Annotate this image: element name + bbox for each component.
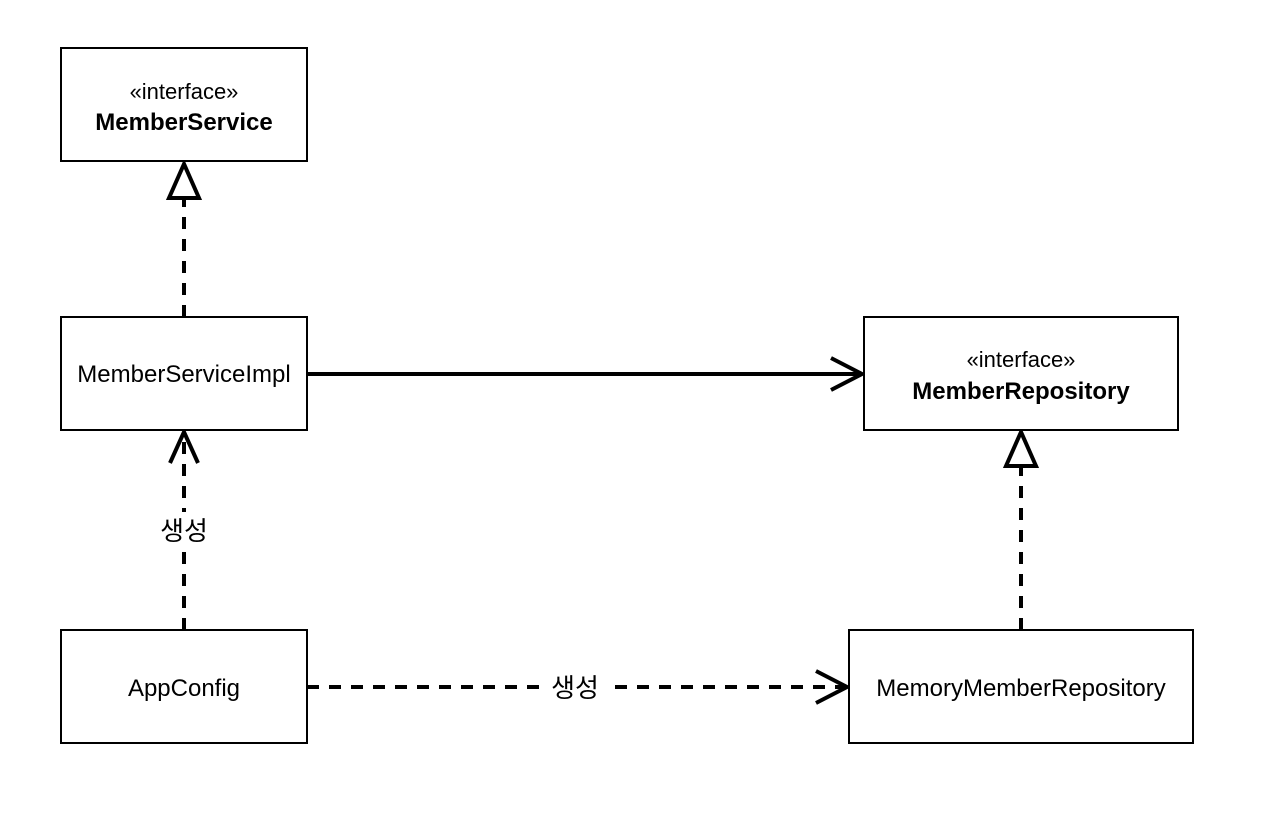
class-box-memory-member-repository[interactable]: MemoryMemberRepository [848, 629, 1194, 744]
class-box-member-repository[interactable]: «interface» MemberRepository [863, 316, 1179, 431]
edge-impl-realizes-service [165, 159, 203, 317]
open-arrowhead-icon [830, 356, 867, 392]
hollow-triangle-arrowhead-icon [1002, 427, 1040, 468]
edge-memory-realizes-repository [1002, 427, 1040, 630]
class-name: MemberService [95, 109, 272, 136]
edge-label-create-impl: 생성 [160, 517, 208, 547]
edge-config-creates-memory: 생성 [307, 668, 852, 706]
stereotype-label: «interface» [967, 347, 1076, 372]
class-name: MemberRepository [912, 378, 1130, 405]
class-box-app-config[interactable]: AppConfig [60, 629, 308, 744]
stereotype-label: «interface» [130, 79, 239, 104]
class-box-member-service-impl[interactable]: MemberServiceImpl [60, 316, 308, 431]
class-name: MemberServiceImpl [77, 361, 290, 388]
edge-config-creates-impl: 생성 [152, 427, 216, 630]
open-arrowhead-icon [168, 427, 200, 464]
edge-label-create-memory: 생성 [551, 674, 599, 704]
hollow-triangle-arrowhead-icon [165, 159, 203, 200]
class-box-member-service[interactable]: «interface» MemberService [60, 47, 308, 162]
class-name: AppConfig [128, 675, 240, 702]
open-arrowhead-icon [815, 669, 852, 705]
edge-impl-uses-repository [307, 356, 867, 392]
class-name: MemoryMemberRepository [876, 675, 1165, 702]
